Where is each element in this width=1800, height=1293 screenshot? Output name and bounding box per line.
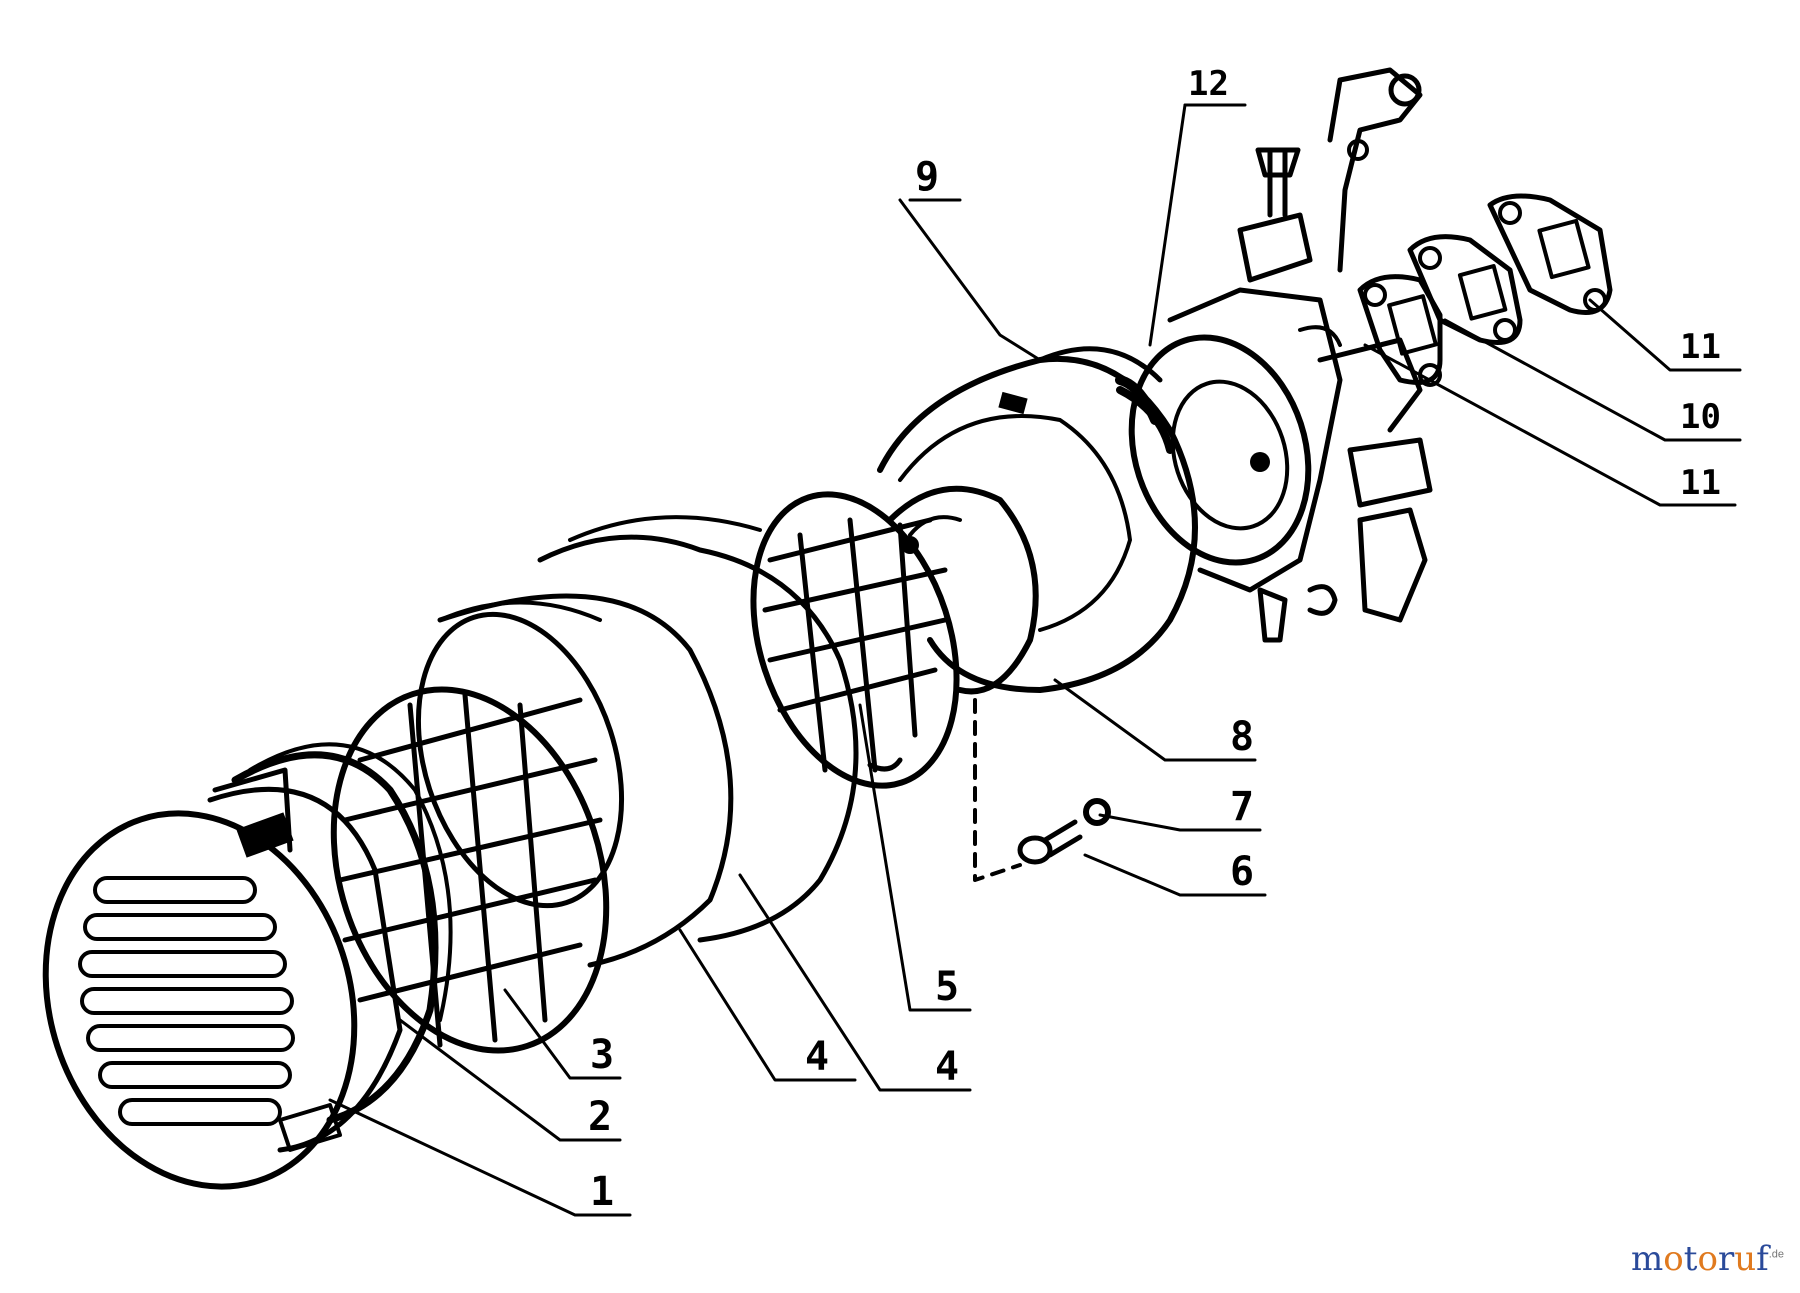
callout-6: 6 bbox=[1230, 849, 1254, 895]
part-4-filter-element-rear bbox=[537, 515, 859, 943]
callout-11-bottom: 11 bbox=[1680, 463, 1721, 503]
callout-2: 2 bbox=[588, 1094, 612, 1140]
carburetor-body bbox=[1128, 67, 1433, 643]
part-1-front-cover bbox=[42, 767, 403, 1190]
callout-10: 10 bbox=[1680, 397, 1721, 437]
callout-8: 8 bbox=[1230, 714, 1254, 760]
part-8-retaining-ring bbox=[887, 485, 1039, 695]
watermark-logo: motoruf.de bbox=[1631, 1239, 1784, 1279]
part-7-washer bbox=[1083, 798, 1111, 826]
part-5-inner-grid-screen bbox=[750, 491, 960, 789]
callout-1: 1 bbox=[590, 1169, 614, 1215]
callout-4-front: 4 bbox=[805, 1034, 829, 1080]
callout-3: 3 bbox=[590, 1032, 614, 1078]
callout-7: 7 bbox=[1230, 784, 1254, 830]
watermark-tld: .de bbox=[1768, 1248, 1784, 1261]
watermark-brand: motoruf bbox=[1631, 1239, 1769, 1279]
callout-9: 9 bbox=[915, 154, 939, 200]
part-12-seal-band bbox=[1115, 375, 1160, 425]
part-6-screw bbox=[1017, 819, 1083, 865]
callout-4-rear: 4 bbox=[935, 1044, 959, 1090]
part-3-outer-grid-screen bbox=[330, 686, 610, 1054]
callout-12: 12 bbox=[1188, 64, 1229, 104]
leader-lines bbox=[328, 103, 1742, 1217]
part-10-gasket-middle bbox=[1407, 234, 1523, 345]
assembly-axis-dashed bbox=[973, 698, 1022, 882]
callout-labels: 1 2 3 4 4 5 6 7 8 9 10 11 11 12 bbox=[588, 64, 1721, 1215]
callout-5: 5 bbox=[935, 964, 959, 1010]
callout-11-top: 11 bbox=[1680, 327, 1721, 367]
part-4-filter-element-front bbox=[415, 593, 734, 968]
part-11-gasket-rear bbox=[1487, 193, 1613, 315]
